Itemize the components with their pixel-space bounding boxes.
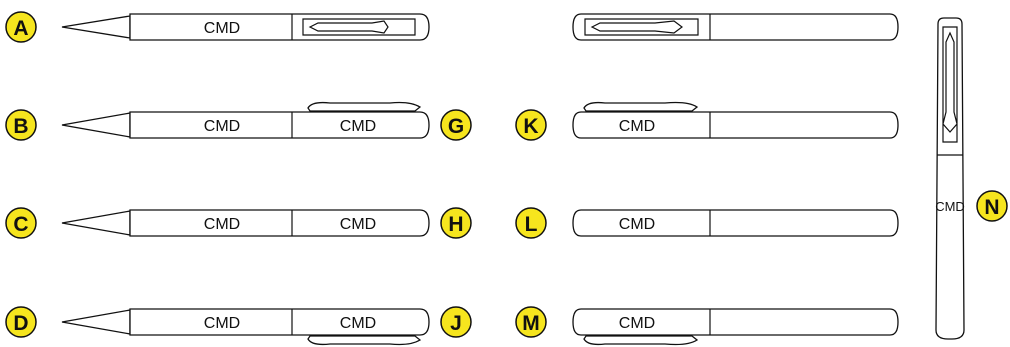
pen-m: CMD	[572, 308, 899, 346]
pen-k-imprint: CMD	[619, 118, 655, 135]
badge-l-label: L	[525, 213, 538, 236]
badge-h-circle	[440, 207, 472, 239]
pen-c-imprint-cap: CMD	[340, 216, 376, 233]
badge-b-circle	[5, 109, 37, 141]
pen-b-imprint-cap: CMD	[340, 118, 376, 135]
badge-b-label: B	[13, 115, 28, 138]
badge-j-circle	[440, 306, 472, 338]
badge-n-label: N	[984, 196, 999, 219]
badge-m: M	[515, 306, 547, 338]
badge-c-label: C	[13, 213, 28, 236]
capped-pen-top-clip-face	[584, 18, 699, 36]
pen-m-clip	[583, 335, 699, 346]
badge-g-circle	[440, 109, 472, 141]
pen-c-imprint-barrel: CMD	[204, 216, 240, 233]
badge-j-label: J	[450, 312, 462, 335]
badge-g-label: G	[448, 115, 464, 138]
pen-a-clip-face	[302, 18, 416, 36]
pen-d-imprint-barrel: CMD	[204, 315, 240, 332]
pen-l-imprint: CMD	[619, 216, 655, 233]
pen-b-clip	[307, 101, 422, 112]
badge-d: D	[5, 306, 37, 338]
badge-j: J	[440, 306, 472, 338]
badge-a-circle	[5, 11, 37, 43]
badge-h-label: H	[448, 213, 463, 236]
pen-m-imprint: CMD	[619, 315, 655, 332]
badge-n-circle	[976, 190, 1008, 222]
badge-m-circle	[515, 306, 547, 338]
pen-n: CMD	[935, 17, 965, 340]
capped-pen-top	[572, 13, 899, 41]
pen-k-clip	[583, 101, 699, 112]
badge-n: N	[976, 190, 1008, 222]
pen-a: CMD	[61, 13, 430, 41]
badge-k: K	[515, 109, 547, 141]
pen-l: CMD	[572, 209, 899, 237]
pen-k: CMD	[572, 101, 899, 139]
badge-d-circle	[5, 306, 37, 338]
pen-c: CMD CMD	[61, 209, 430, 237]
badge-h: H	[440, 207, 472, 239]
pen-d-imprint-cap: CMD	[340, 315, 376, 332]
badge-l-circle	[515, 207, 547, 239]
pen-n-imprint: CMD	[935, 199, 965, 214]
badge-m-label: M	[522, 312, 540, 335]
badge-k-circle	[515, 109, 547, 141]
badge-c-circle	[5, 207, 37, 239]
badge-g: G	[440, 109, 472, 141]
pen-b-imprint-barrel: CMD	[204, 118, 240, 135]
badge-a-label: A	[13, 17, 28, 40]
pen-d-clip	[307, 335, 422, 346]
badge-d-label: D	[13, 312, 28, 335]
pen-b: CMD CMD	[61, 101, 430, 139]
badge-k-label: K	[523, 115, 538, 138]
badge-b: B	[5, 109, 37, 141]
badge-c: C	[5, 207, 37, 239]
badge-l: L	[515, 207, 547, 239]
pen-d: CMD CMD	[61, 308, 430, 346]
pen-n-clip-face	[942, 26, 958, 143]
pen-a-imprint: CMD	[204, 20, 240, 37]
badge-a: A	[5, 11, 37, 43]
